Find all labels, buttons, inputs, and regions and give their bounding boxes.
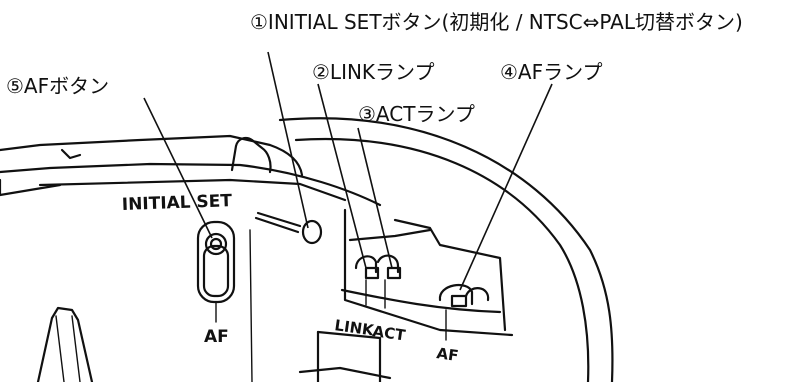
lid-edge: [0, 134, 304, 177]
device-label-af-button: AF: [204, 327, 229, 347]
leader-act-lamp: [357, 127, 393, 269]
link-lamp: [354, 255, 378, 274]
initial-set-slot-lower: [254, 216, 300, 234]
lamp-bay-left: [343, 208, 514, 337]
lower-body-top: [316, 330, 382, 382]
probe-inner-2: [71, 315, 81, 382]
panel-divider: [249, 229, 253, 382]
lid-edge-lower: [0, 162, 382, 207]
callout-af-lamp: ④AFランプ: [500, 60, 603, 84]
act-lamp: [376, 254, 400, 274]
af-button-frame-inner: [202, 244, 230, 298]
probe-inner: [55, 315, 65, 382]
lid-tab-left: [0, 178, 62, 197]
af-lamp-base: [450, 294, 468, 308]
leader-af-button: [143, 97, 213, 239]
lamp-bay-bottom: [340, 288, 502, 314]
callout-act-lamp: ③ACTランプ: [358, 102, 475, 126]
clip: [230, 136, 272, 174]
callout-link-lamp: ②LINKランプ: [312, 60, 435, 84]
callout-initial-set: ①INITIAL SETボタン(初期化 / NTSC⇔PAL切替ボタン): [250, 10, 743, 34]
device-label-act: ACT: [371, 322, 407, 345]
device-label-af-lamp: AF: [435, 344, 459, 365]
probe-left: [36, 306, 94, 382]
callout-af-button: ⑤AFボタン: [6, 74, 110, 98]
device-label-initial-set: INITIAL SET: [121, 191, 232, 215]
leader-initial-set: [267, 51, 309, 229]
leader-af-lamp: [459, 83, 553, 291]
lamp-bay-top: [348, 228, 432, 242]
af-lamp-cap: [464, 287, 490, 302]
lower-step: [298, 366, 392, 380]
panel-top: [38, 178, 347, 202]
device-label-link: LINK: [333, 316, 376, 339]
lamp-bay-step: [393, 218, 507, 332]
af-button-knob: [204, 232, 228, 256]
af-button-knob-core: [209, 237, 223, 251]
leader-link-lamp: [317, 83, 367, 269]
af-lamp: [438, 283, 474, 306]
act-lamp-base: [386, 266, 402, 280]
lid-notch: [60, 148, 82, 160]
housing-outline: [278, 117, 614, 382]
initial-set-slot: [256, 211, 302, 228]
link-lamp-base: [364, 266, 380, 280]
housing-inner-curve: [294, 138, 590, 382]
initial-set-button-hole: [301, 219, 323, 245]
